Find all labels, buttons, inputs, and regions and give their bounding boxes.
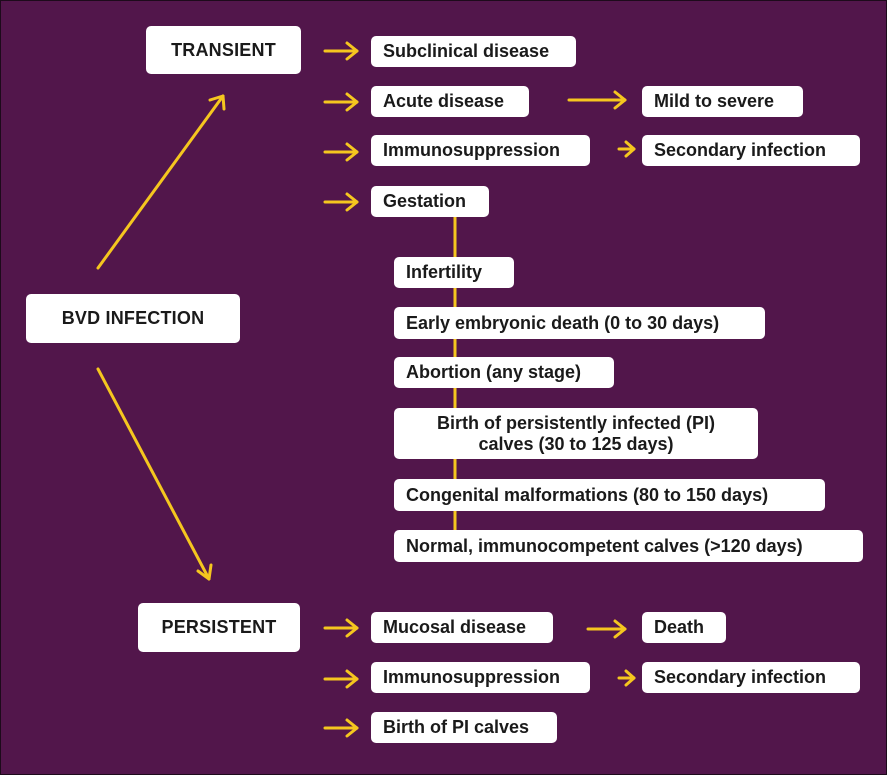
root-node: BVD INFECTION bbox=[26, 294, 240, 343]
birth-pi-calves-node: Birth of persistently infected (PI) calv… bbox=[394, 408, 758, 459]
arrow-to-gestation bbox=[323, 192, 359, 212]
arrow-to-acute bbox=[323, 92, 359, 112]
arrow-to-subclinical bbox=[323, 41, 359, 61]
subclinical-disease-node: Subclinical disease bbox=[371, 36, 576, 67]
arrow-mucosal-to-death bbox=[586, 619, 627, 639]
arrow-to-mucosal bbox=[323, 618, 359, 638]
arrow-to-birth-pi bbox=[323, 718, 359, 738]
death-node: Death bbox=[642, 612, 726, 643]
abortion-node: Abortion (any stage) bbox=[394, 357, 614, 388]
arrow-to-persistent-immuno bbox=[323, 669, 359, 689]
transient-node: TRANSIENT bbox=[146, 26, 301, 74]
early-embryonic-death-node: Early embryonic death (0 to 30 days) bbox=[394, 307, 765, 339]
arrowhead bbox=[208, 94, 226, 111]
secondary-infection-node: Secondary infection bbox=[642, 135, 860, 166]
congenital-malformations-node: Congenital malformations (80 to 150 days… bbox=[394, 479, 825, 511]
arrowhead bbox=[196, 563, 213, 581]
birth-pi-line-1: Birth of persistently infected (PI) bbox=[436, 412, 716, 433]
arrow-acute-to-mild bbox=[567, 90, 627, 110]
arrow-persistent-immuno-to-secondary bbox=[617, 669, 636, 687]
gestation-node: Gestation bbox=[371, 186, 489, 217]
acute-disease-node: Acute disease bbox=[371, 86, 529, 117]
arrow-root-to-persistent bbox=[96, 367, 211, 581]
infertility-node: Infertility bbox=[394, 257, 514, 288]
immunosuppression-node: Immunosuppression bbox=[371, 135, 590, 166]
arrow-to-immuno bbox=[323, 142, 359, 162]
birth-pi-line-2: calves (30 to 125 days) bbox=[478, 433, 674, 454]
normal-calves-node: Normal, immunocompetent calves (>120 day… bbox=[394, 530, 863, 562]
birth-of-pi-calves-node: Birth of PI calves bbox=[371, 712, 557, 743]
mild-to-severe-node: Mild to severe bbox=[642, 86, 803, 117]
persistent-node: PERSISTENT bbox=[138, 603, 300, 652]
mucosal-disease-node: Mucosal disease bbox=[371, 612, 553, 643]
arrow-root-to-transient bbox=[96, 94, 225, 270]
persistent-immunosuppression-node: Immunosuppression bbox=[371, 662, 590, 693]
persistent-secondary-infection-node: Secondary infection bbox=[642, 662, 860, 693]
arrow-immuno-to-secondary bbox=[617, 140, 636, 158]
